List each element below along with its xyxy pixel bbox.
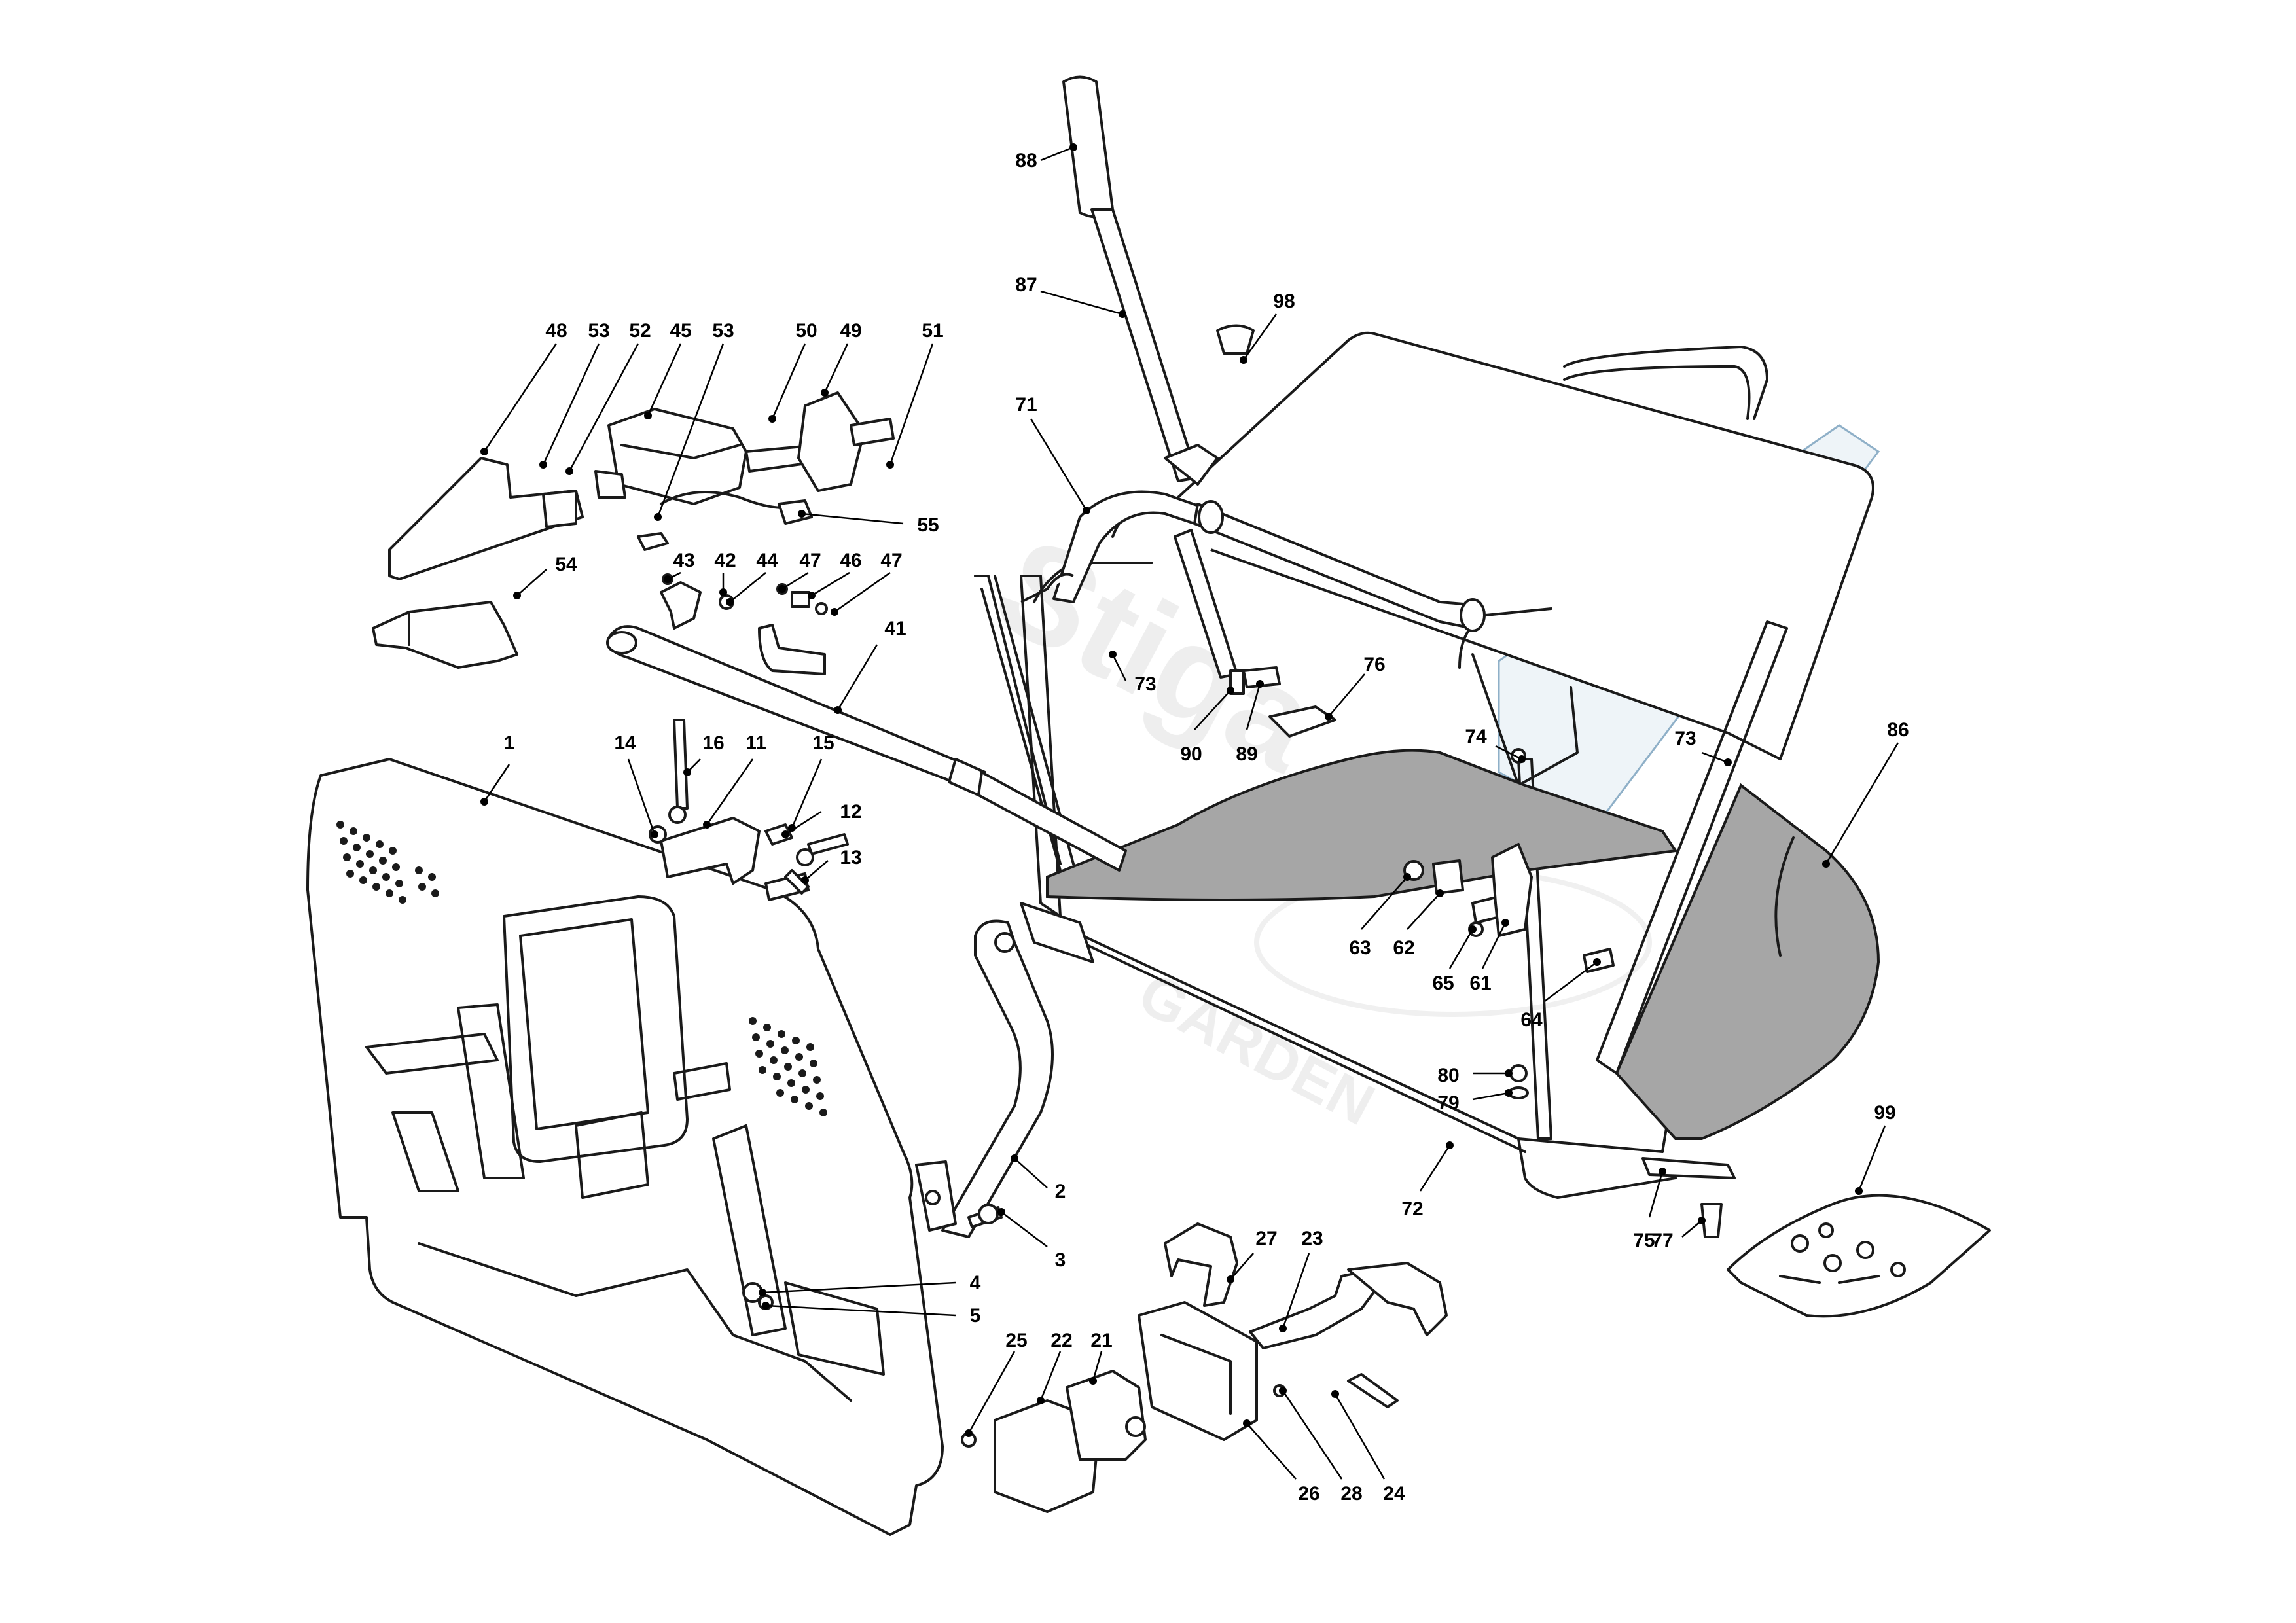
callout-label: 4 (970, 1272, 981, 1294)
callout-label: 62 (1393, 937, 1414, 959)
callout-label: 47 (880, 550, 902, 571)
callout-label: 80 (1437, 1065, 1459, 1086)
callout-label: 54 (555, 554, 577, 575)
callout-label: 49 (840, 320, 861, 342)
arm-bracket-part (915, 902, 1094, 1238)
callout-label: 13 (840, 847, 861, 868)
callout-label: 27 (1255, 1228, 1277, 1249)
callout-label: 98 (1273, 291, 1295, 312)
washers-79-80 (1508, 1064, 1529, 1099)
callout-label: 79 (1437, 1092, 1459, 1114)
callout-label: 77 (1651, 1230, 1673, 1251)
callout-label: 53 (588, 320, 609, 342)
callout-label: 43 (673, 550, 694, 571)
callout-label: 76 (1363, 654, 1385, 675)
upper-frame-tube (1177, 331, 1874, 760)
callout-label: 53 (712, 320, 734, 342)
collector-frame (974, 331, 1880, 1199)
callout-label: 44 (756, 550, 778, 571)
callout-label: 72 (1401, 1198, 1423, 1220)
callout-label: 63 (1349, 937, 1371, 959)
vent-holes-right (749, 1017, 827, 1116)
callout-label: 28 (1340, 1483, 1362, 1505)
callout-label: 15 (812, 732, 834, 754)
callout-label: 11 (745, 732, 766, 754)
lever-41-part (606, 624, 1127, 872)
callout-label: 73 (1674, 728, 1696, 749)
callout-label: 75 (1633, 1230, 1655, 1251)
callout-label: 90 (1180, 743, 1202, 765)
small-fittings (660, 573, 828, 630)
callout-label: 48 (545, 320, 567, 342)
bracket-54-part (372, 601, 518, 669)
callout-label: 73 (1134, 673, 1156, 695)
callout-label: 74 (1465, 726, 1487, 747)
callout-label: 89 (1236, 743, 1257, 765)
callout-label: 50 (795, 320, 817, 342)
callout-layer: 1 2 3 4 5 11 12 13 14 15 16 21 2 (480, 143, 1909, 1505)
callout-label: 64 (1520, 1009, 1543, 1031)
callout-label: 26 (1298, 1483, 1319, 1505)
side-plate-part (306, 758, 944, 1536)
callout-label: 65 (1432, 972, 1454, 994)
callout-label: 41 (884, 618, 906, 639)
callout-label: 99 (1874, 1102, 1895, 1124)
handle-lever-part (1020, 75, 1486, 679)
callout-label: 86 (1887, 719, 1909, 741)
grass-bag-part (1615, 783, 1880, 1140)
misc-parts-76-98 (1216, 324, 1336, 738)
latch-group-21-28 (961, 1222, 1448, 1513)
callout-label: 52 (629, 320, 651, 342)
callout-label: 14 (614, 732, 636, 754)
callout-label: 16 (702, 732, 724, 754)
strap-75-77 (1641, 1157, 1736, 1238)
hardware-bag-99 (1727, 1194, 1991, 1318)
vent-holes-left (336, 821, 439, 904)
callout-label: 55 (917, 514, 939, 536)
callout-label: 87 (1015, 274, 1037, 296)
bracket-48-part (388, 457, 584, 580)
callout-label: 45 (670, 320, 691, 342)
callout-label: 23 (1301, 1228, 1323, 1249)
callout-label: 71 (1015, 394, 1037, 416)
callout-label: 61 (1469, 972, 1491, 994)
callout-label: 47 (799, 550, 821, 571)
watermark-sub: GARDEN (1128, 961, 1384, 1138)
callout-label: 12 (840, 801, 861, 823)
callout-label: 21 (1090, 1330, 1112, 1351)
callout-label: 42 (714, 550, 736, 571)
callout-label: 24 (1383, 1483, 1405, 1505)
actuator-assembly-part (594, 391, 895, 551)
callout-label: 88 (1015, 150, 1037, 171)
callout-label: 25 (1005, 1330, 1027, 1351)
callout-label: 46 (840, 550, 861, 571)
callout-label: 1 (504, 732, 515, 754)
fasteners (668, 806, 1003, 1310)
callout-label: 5 (970, 1305, 981, 1327)
callout-label: 3 (1055, 1249, 1066, 1271)
callout-label: 22 (1050, 1330, 1072, 1351)
callout-label: 51 (922, 320, 943, 342)
callout-label: 2 (1055, 1181, 1066, 1202)
